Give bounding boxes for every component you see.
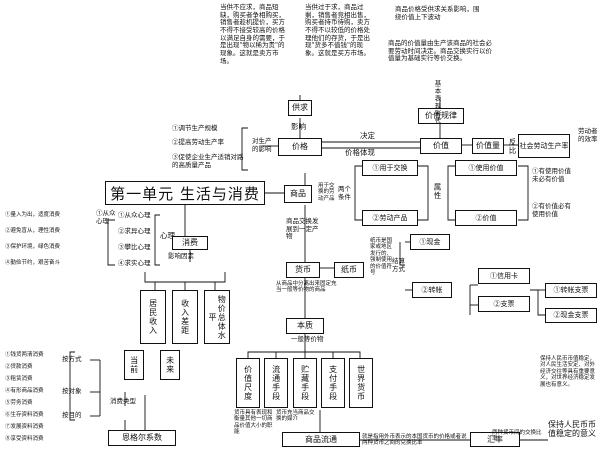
labor-note: 劳动者的效率 bbox=[578, 127, 598, 143]
price-law-box: 价值规律 bbox=[418, 108, 464, 124]
classify-way: 按方式 bbox=[62, 355, 82, 363]
equivalent-label: 一般等价物 bbox=[291, 335, 324, 343]
use-value-note-1: ①有使用价值未必有价值 bbox=[532, 167, 571, 183]
exchange-rate-box: 汇率 bbox=[470, 432, 520, 447]
function-circulate-box: 流通手段 bbox=[264, 358, 288, 408]
consume-type-8: ⑧享受资料消费 bbox=[5, 436, 44, 442]
function-note-1: 货币具有表现和衡量其他一切商品价值大小的职能 bbox=[234, 410, 273, 436]
shortage-note: 当供不应求，商品短缺，购买者争相购买，销售者趁机提价，买方不得不接受较高的价格以… bbox=[220, 3, 285, 65]
inverse-label: 反比 bbox=[508, 138, 517, 155]
consumption-types-label: 消费类型 bbox=[110, 397, 136, 405]
consumption-box: 消费 bbox=[172, 236, 208, 250]
psych-note-4: ④勤俭节约，艰苦奋斗 bbox=[5, 260, 61, 266]
transfer-check-box: ①转帐支票 bbox=[545, 283, 597, 298]
consume-type-2: ②贷款消费 bbox=[5, 364, 33, 370]
embodies-label: 价格体现 bbox=[345, 148, 375, 157]
conditions-label: 两个条件 bbox=[338, 185, 351, 201]
use-value-note-2: ②有价值必有使用价值 bbox=[532, 202, 571, 218]
supply-demand-box: 供求 bbox=[288, 100, 312, 116]
psychology-label: 心理 bbox=[160, 231, 175, 240]
psych-2: ②求异心理 bbox=[118, 227, 151, 235]
paper-money-box: 纸币 bbox=[334, 262, 364, 278]
price-effect-1: ①调节生产规模 bbox=[172, 124, 218, 132]
psych-4: ④求实心理 bbox=[118, 259, 151, 267]
influence-label: 影响 bbox=[291, 122, 306, 131]
labor-product-box: ②劳动产品 bbox=[362, 210, 418, 226]
settle-label: 结算方式 bbox=[392, 257, 405, 273]
engel-box: 恩格尔系数 bbox=[108, 430, 176, 446]
factor-gap-box: 收入差距 bbox=[172, 290, 198, 344]
commodity-def: 用于交换的劳动产品 bbox=[318, 183, 335, 202]
exchange-rate-note: 就是指用外币表示的本国货币的价格或者说两种货币之间的兑换比率 bbox=[362, 434, 467, 447]
price-effect-2: ②提高劳动生产率 bbox=[172, 138, 224, 146]
effects-label: 对生产的影响 bbox=[252, 137, 272, 153]
consume-type-3: ③租赁消费 bbox=[5, 376, 33, 382]
influence-factors-label: 影响因素 bbox=[168, 252, 194, 260]
factor-price-box: 物价总体水平 bbox=[204, 290, 230, 344]
psych-1: ①从众心理 bbox=[118, 211, 151, 219]
bank-note: 保持人民币币值稳定，对人民生活安定、对外经济交往等具有重要意义，对世界经济稳定发… bbox=[540, 356, 596, 388]
commodity-box: 商品 bbox=[284, 185, 312, 203]
income-future-box: 未来 bbox=[160, 350, 180, 380]
classify-purpose: 按目的 bbox=[62, 411, 82, 419]
psych-note-2: ②避免盲从，理性消费 bbox=[5, 228, 61, 234]
surplus-note: 当供过于求，商品过剩，销售者竞相出售，购买者持币待购，卖方不得不以较低的价格处理… bbox=[305, 3, 370, 57]
consume-type-5: ⑤劳务消费 bbox=[5, 400, 33, 406]
psych-3: ③攀比心理 bbox=[118, 243, 151, 251]
function-world-box: 世界货币 bbox=[349, 358, 373, 408]
value-amount-box: 价值量 bbox=[472, 138, 504, 154]
fluctuation-note: 商品价格受供求关系影响，围绕价值上下波动 bbox=[395, 5, 480, 21]
cash-check-box: ②现金支票 bbox=[545, 308, 597, 323]
exchange-box: ①用于交换 bbox=[362, 160, 418, 176]
factor-income-box: 居民收入 bbox=[140, 290, 166, 344]
credit-card-box: ①信用卡 bbox=[478, 268, 530, 284]
price-box: 价格 bbox=[278, 138, 322, 156]
function-measure-box: 价值尺度 bbox=[236, 358, 260, 408]
value-box: 价值 bbox=[420, 138, 462, 154]
trade-form-note: 商品交换发展到一定产物 bbox=[286, 217, 319, 241]
classify-object: 按对象 bbox=[62, 387, 82, 395]
stable-rmb-title: 保持人民币币值稳定的意义 bbox=[548, 420, 596, 439]
consume-type-4: ④有形商品消费 bbox=[5, 388, 44, 394]
use-value-box: ①使用价值 bbox=[455, 160, 517, 176]
circulation-box: 商品流通 bbox=[282, 432, 360, 447]
income-now-box: 当前 bbox=[124, 350, 144, 380]
function-pay-box: 支付手段 bbox=[321, 358, 345, 408]
psych-note-3: ③保护环境，绿色消费 bbox=[5, 244, 61, 250]
social-labor-box: 社会劳动生产率 bbox=[518, 134, 570, 158]
currency-box: 货币 bbox=[286, 262, 320, 278]
price-effect-3: ③促使企业生产适销对路的高质量产品 bbox=[172, 153, 244, 169]
psych-side-1: ①从众心理 bbox=[96, 209, 116, 225]
basic-form-label: 基本表现形式 bbox=[433, 80, 441, 125]
decides-label: 决定 bbox=[360, 131, 375, 140]
from-goods-note: 从商品中分离出来固定充当一般等价物的商品 bbox=[276, 281, 337, 294]
transfer-box: ②转帐 bbox=[412, 282, 452, 298]
attribute-label: 属性 bbox=[433, 183, 442, 200]
consume-type-7: ⑦发展资料消费 bbox=[5, 424, 44, 430]
nature-box: 本质 bbox=[286, 318, 324, 334]
function-note-2: 货币充当商品交换的媒介 bbox=[276, 410, 315, 423]
basis-note: 商品的价值量由生产该商品的社会必要劳动时间决定。商品交换实行以价值量为基础实行等… bbox=[388, 39, 492, 63]
unit-title: 第一单元 生活与消费 bbox=[105, 181, 265, 205]
paper-money-note: 纸币是国家或地区发行的、强制使用的价值符号 bbox=[370, 238, 393, 277]
consume-type-1: ①钱货两清消费 bbox=[5, 352, 44, 358]
check-box: ②支票 bbox=[478, 296, 530, 312]
consume-type-6: ⑥生存资料消费 bbox=[5, 412, 44, 418]
rate-def-note: 两种货币间的交换比率 bbox=[492, 430, 542, 443]
value2-box: ②价值 bbox=[455, 210, 517, 226]
function-store-box: 贮藏手段 bbox=[293, 358, 317, 408]
cash-box: ①现金 bbox=[410, 234, 450, 250]
psych-note-1: ①量入为出，适度消费 bbox=[5, 212, 61, 218]
